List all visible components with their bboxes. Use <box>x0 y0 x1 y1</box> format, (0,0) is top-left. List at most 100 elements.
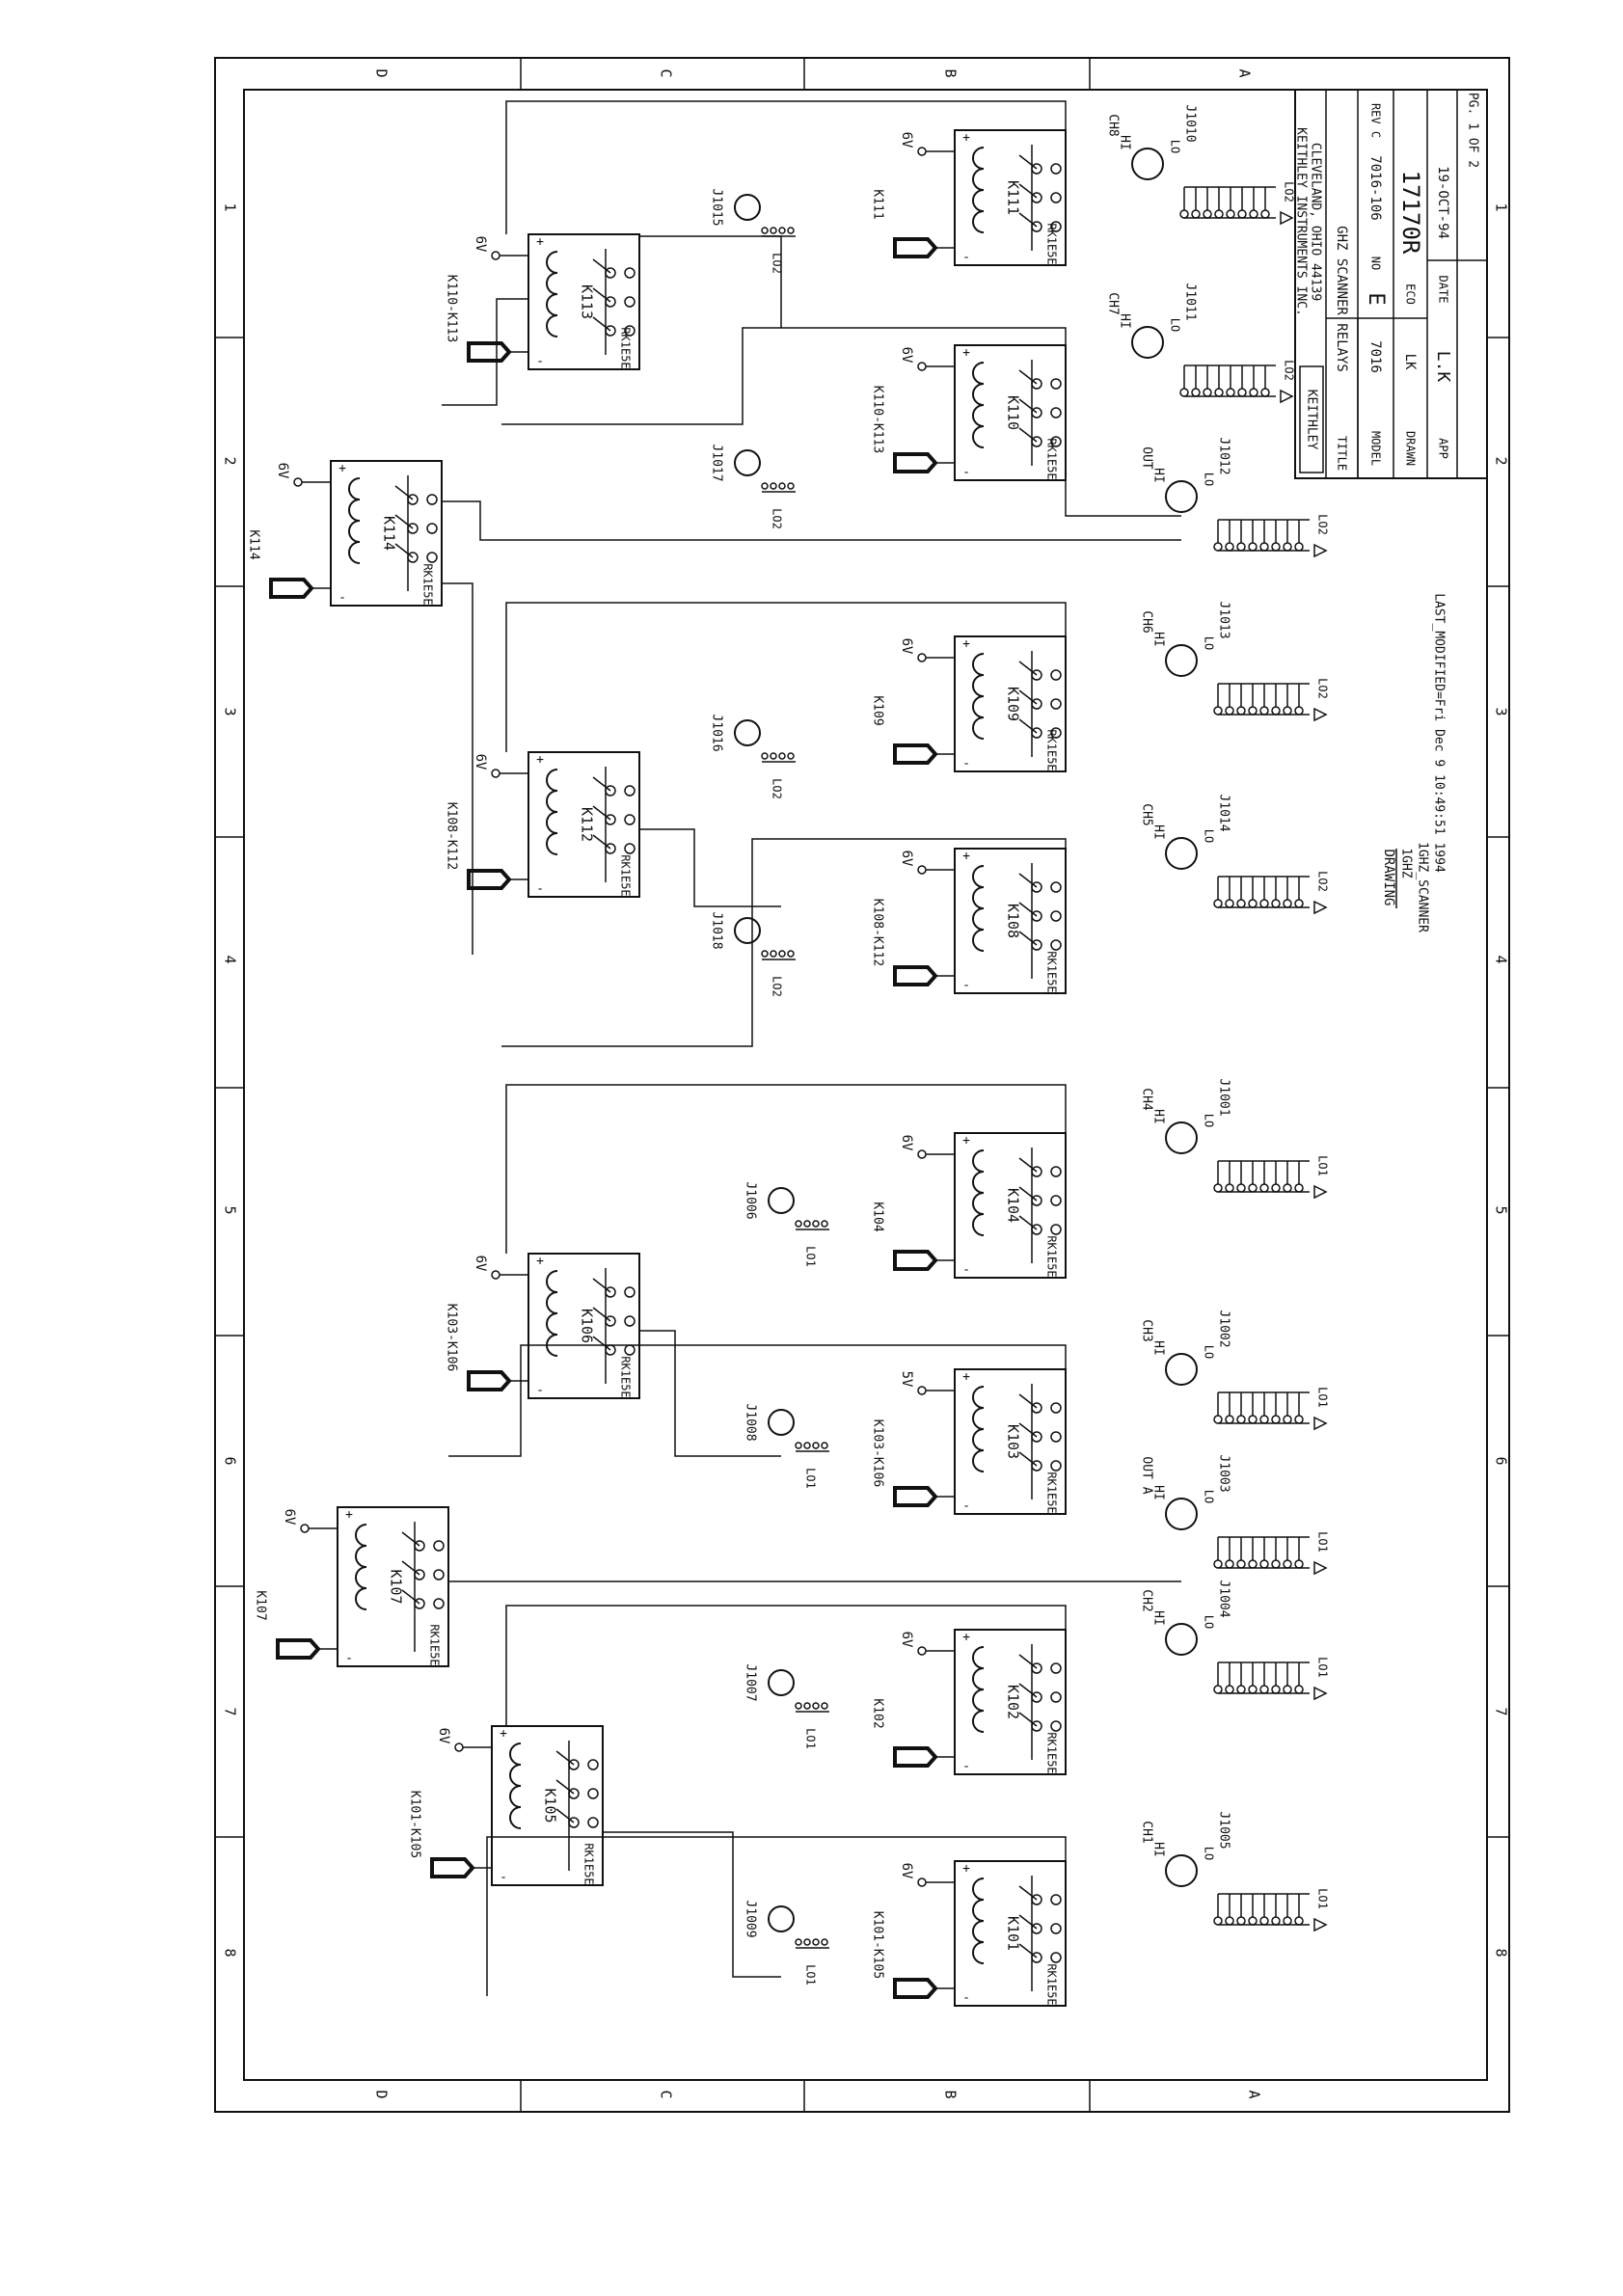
relay-contact <box>587 1817 599 1828</box>
pin-plus: + <box>962 1631 970 1645</box>
aux-ground-label: LO2 <box>771 976 784 997</box>
relay-part: RK1E5E <box>421 563 435 605</box>
relay-ref: K108 <box>1005 904 1022 938</box>
wiring <box>442 100 1181 1996</box>
drive-ref: K107 <box>254 1590 268 1620</box>
relay-contact <box>1050 1460 1062 1472</box>
drive-flag <box>893 1978 938 1999</box>
relay-contact <box>426 494 438 505</box>
pin-plus: + <box>338 462 346 476</box>
title-label: TITLE <box>1336 436 1349 471</box>
zone-number-left: 4 <box>222 955 239 963</box>
pin-minus: - <box>962 466 970 480</box>
relay-coil <box>546 1270 558 1357</box>
relay-ref: K105 <box>542 1788 559 1823</box>
aux-connector-ref: J1009 <box>744 1900 758 1937</box>
pin-plus: + <box>962 850 970 864</box>
aux-connector-ref: J1007 <box>744 1663 758 1701</box>
supply-label: 5V <box>899 1371 914 1388</box>
coax-jack <box>1165 837 1198 870</box>
relay-coil <box>972 653 985 740</box>
relay-coil <box>348 477 361 564</box>
hi-label: HI <box>1151 1842 1166 1857</box>
zone-letter-top: B <box>942 68 960 77</box>
relay-coil <box>546 251 558 338</box>
supply-label: 6V <box>899 638 914 655</box>
ground-arrow <box>1313 543 1328 558</box>
drive-ref: K103-K106 <box>445 1304 459 1371</box>
lo-label: LO <box>1203 1345 1216 1359</box>
aux-connector-ref: J1008 <box>744 1403 758 1441</box>
zone-number-right: 2 <box>1493 456 1510 465</box>
zone-number-left: 3 <box>222 707 239 716</box>
app-label: APP <box>1437 438 1450 459</box>
relay-ref: K101 <box>1005 1916 1022 1951</box>
ground-label: LO1 <box>1316 1531 1330 1553</box>
relay-part: RK1E5E <box>619 327 633 368</box>
channel-label: CH2 <box>1140 1589 1154 1611</box>
drive-ref: K101-K105 <box>408 1791 422 1858</box>
connector-ref: J1011 <box>1183 283 1198 320</box>
no-label: NO <box>1369 257 1383 270</box>
company-name: KEITHLEY INSTRUMENTS INC. <box>1294 127 1309 316</box>
aux-connectors: J1015LO2J1017LO2J1016LO2J1018LO2J1006LO1… <box>710 188 829 1985</box>
aux-connector-ref: J1018 <box>710 911 724 949</box>
connector-ref: J1003 <box>1217 1454 1231 1492</box>
eco-number: 17170R <box>1397 171 1424 255</box>
pin-minus: - <box>962 757 970 771</box>
connector-ref: J1002 <box>1217 1310 1231 1347</box>
ground-arrow <box>1313 1686 1328 1701</box>
relay-contact <box>1050 163 1062 175</box>
drive-flag <box>467 869 512 890</box>
zone-number-left: 5 <box>222 1205 239 1214</box>
ground-arrow <box>1280 210 1294 226</box>
zone-letter-bottom: C <box>658 2090 675 2098</box>
eco-label: ECO <box>1404 284 1418 305</box>
relay-part: RK1E5E <box>1045 1472 1059 1513</box>
supply-label: 6V <box>473 1256 488 1272</box>
relay-part: RK1E5E <box>1045 438 1059 479</box>
drawing-line3: LAST_MODIFIED=Fri Dec 9 10:49:51 1994 <box>1432 593 1447 873</box>
pin-minus: - <box>962 979 970 993</box>
connector-ref: J1005 <box>1217 1811 1231 1849</box>
pin-minus: - <box>962 1263 970 1278</box>
ground-label: LO1 <box>1316 1657 1330 1678</box>
drive-ref: K102 <box>871 1698 885 1728</box>
zone-letter-top: C <box>658 68 675 77</box>
drawing-line2: 1GHZ_SCANNER <box>1416 842 1430 932</box>
zone-number-left: 1 <box>222 203 239 211</box>
relay-coil <box>509 1742 522 1829</box>
relay-contact <box>1050 378 1062 390</box>
aux-connector-ref: J1015 <box>710 188 724 226</box>
drive-flag <box>893 743 938 765</box>
aux-ground-label: LO1 <box>804 1246 818 1267</box>
supply-label: 6V <box>899 851 914 867</box>
lo-label: LO <box>1203 473 1216 486</box>
supply-label: 6V <box>473 236 488 253</box>
drive-flag <box>276 1638 321 1660</box>
hi-label: HI <box>1151 1340 1166 1356</box>
ground-label: LO1 <box>1316 1888 1330 1909</box>
relay-contact <box>1050 1923 1062 1934</box>
keithley-logo-box <box>1299 365 1324 473</box>
drive-flag <box>893 1486 938 1507</box>
relay-contact <box>1050 1952 1062 1963</box>
relay-contact <box>1050 1224 1062 1235</box>
drive-flag <box>467 341 512 363</box>
aux-ground-label: LO1 <box>804 1964 818 1985</box>
zone-letter-bottom: D <box>373 2090 391 2098</box>
drive-ref: K114 <box>247 529 261 559</box>
connector-ref: J1012 <box>1217 437 1231 474</box>
company-logo: KEITHLEY <box>1305 390 1319 450</box>
relay-contact <box>624 1286 636 1298</box>
